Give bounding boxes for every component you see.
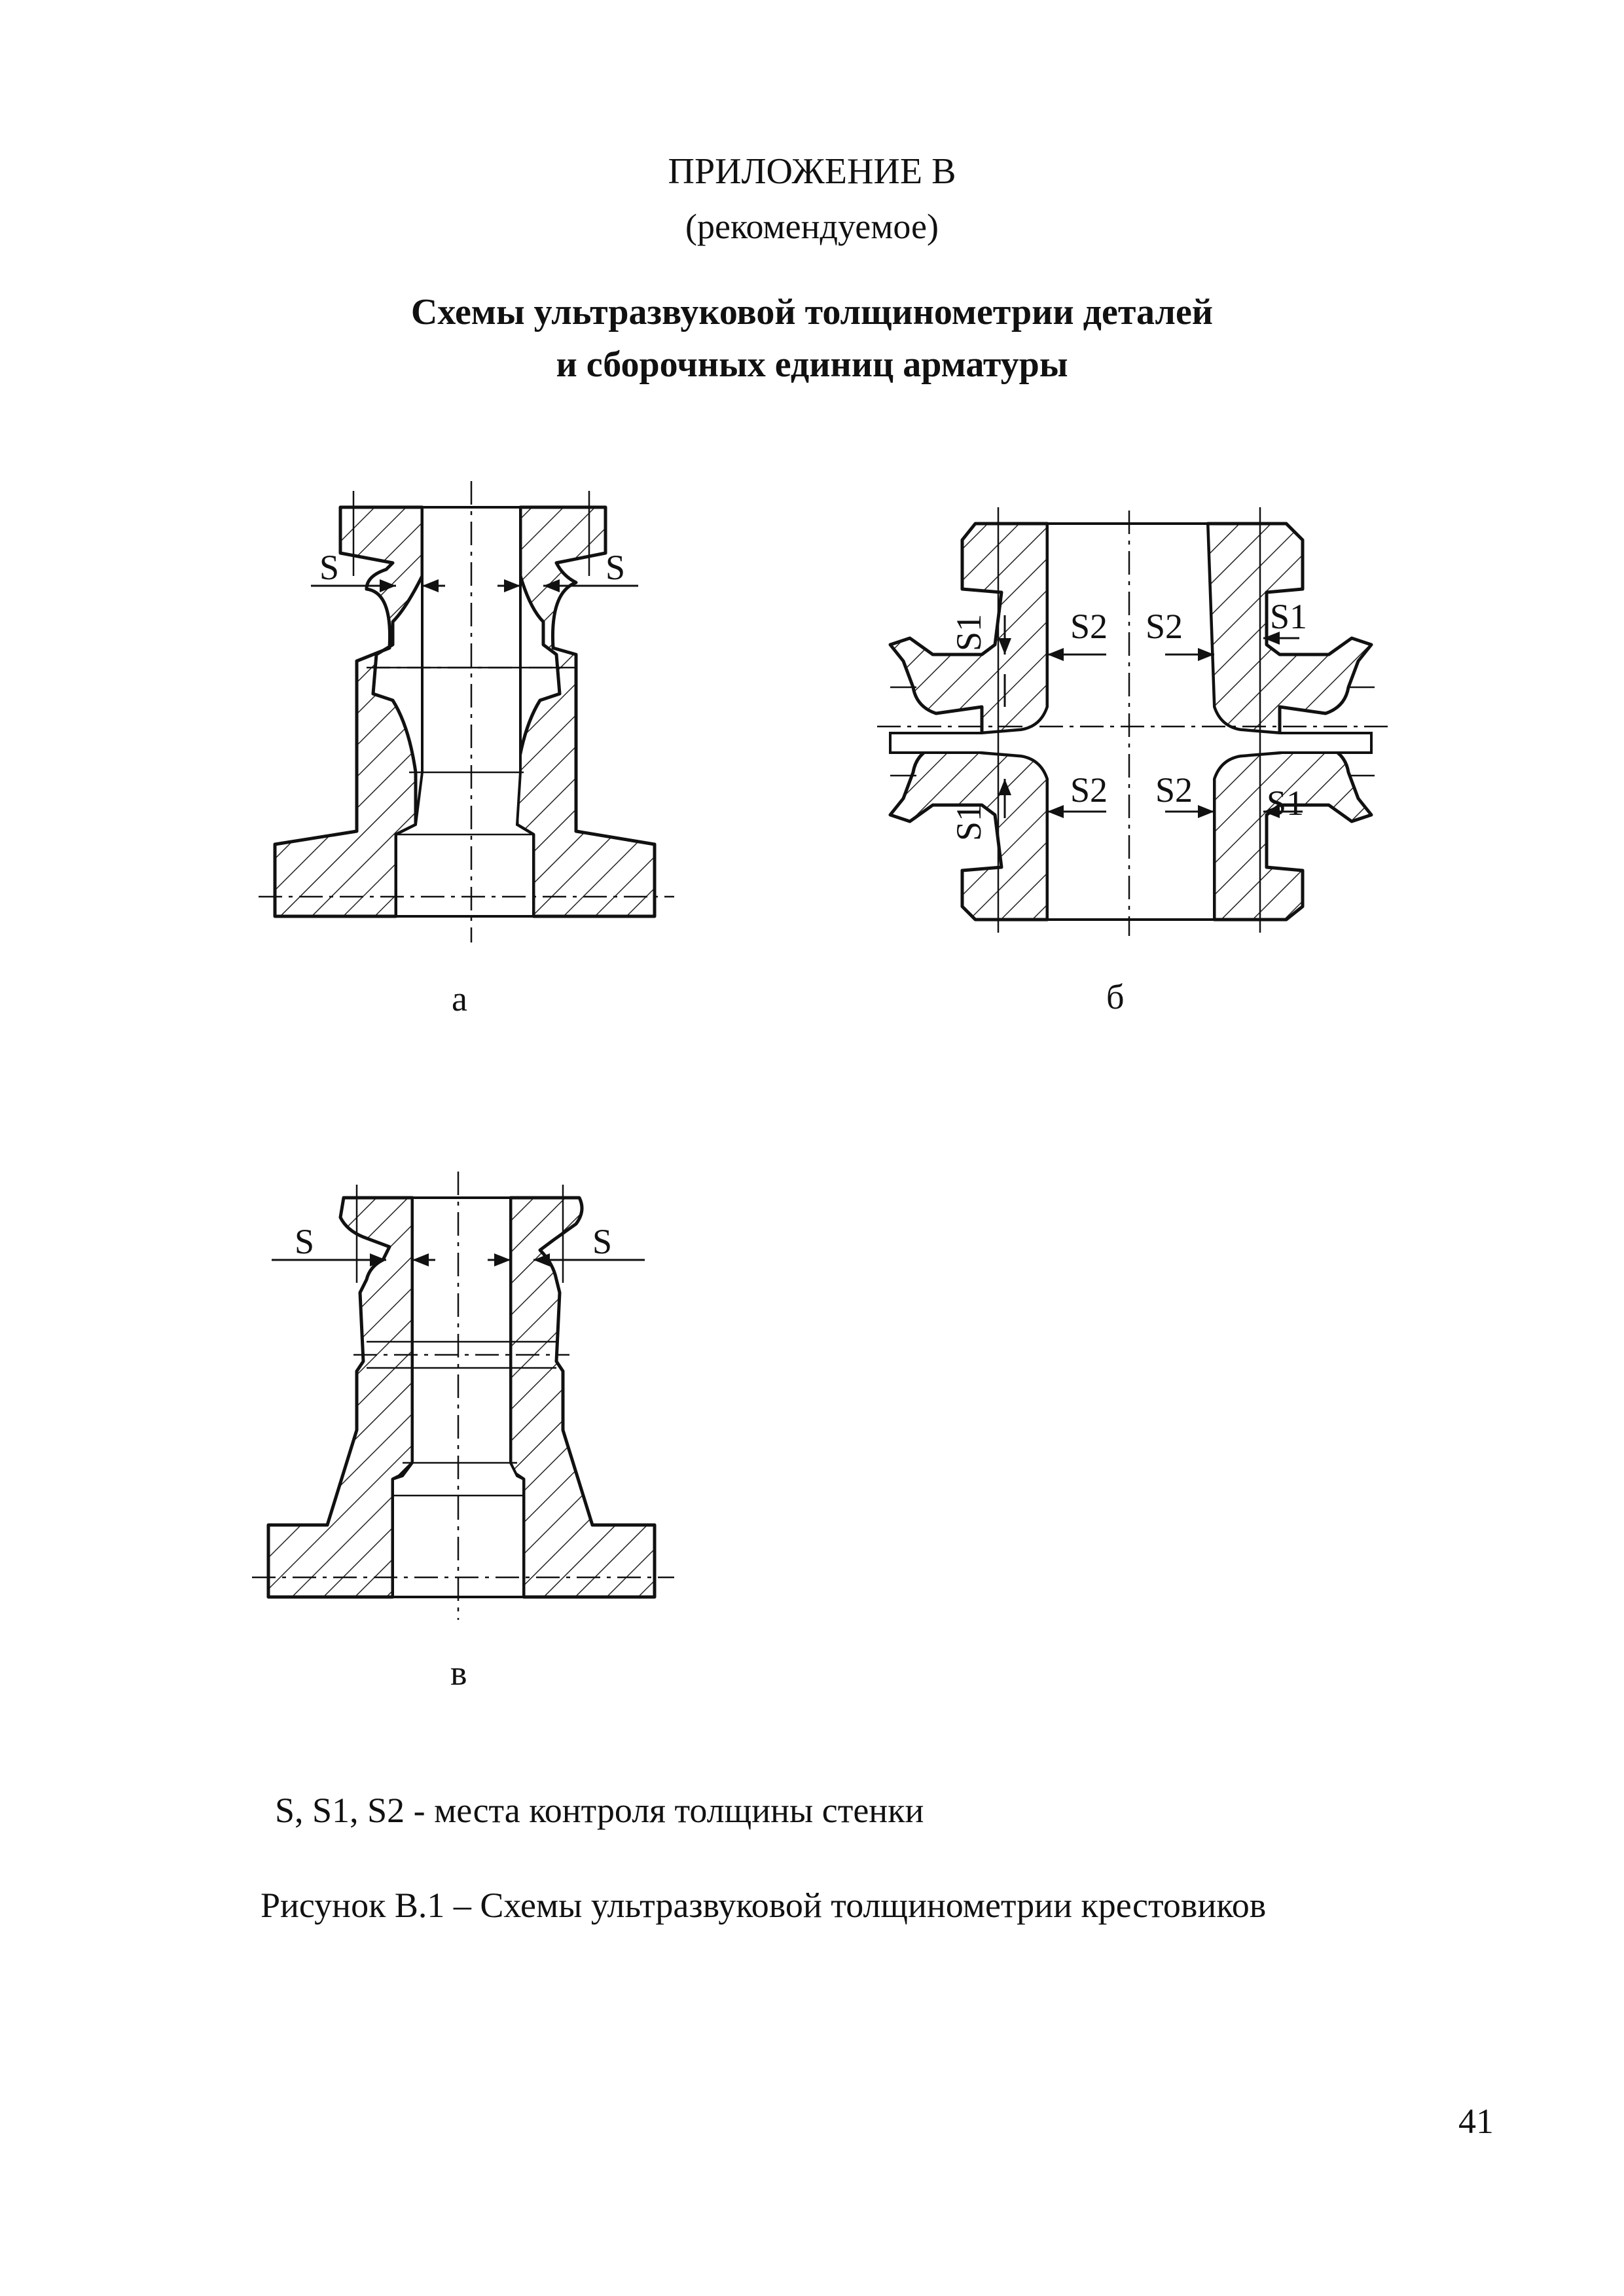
figure-v-label: в (450, 1653, 467, 1693)
figure-b-mark-s2-top-right: S2 (1146, 607, 1183, 646)
appendix-title: ПРИЛОЖЕНИЕ В (668, 151, 956, 192)
legend-symbols: S, S1, S2 - (275, 1791, 425, 1830)
figure-a-mark-s-right: S (605, 548, 625, 587)
section-title-line-1: Схемы ультразвуковой толщинометрии детал… (410, 292, 1214, 332)
figure-b-mark-s2-bottom-right: S2 (1155, 770, 1193, 810)
figure-b-mark-s2-bottom-left: S2 (1070, 770, 1108, 810)
section-title-line-2: и сборочных единиц арматуры (556, 344, 1068, 385)
legend-text: места контроля толщины стенки (434, 1791, 924, 1830)
legend: S, S1, S2 - места контроля толщины стенк… (275, 1790, 924, 1831)
figure-a-right-wall (515, 505, 657, 918)
figure-b-mark-s1-bottom-left: S1 (949, 804, 988, 841)
figure-b-drawing: S1 S2 S2 S1 S1 S2 S2 S1 (877, 507, 1388, 936)
figure-b-wall-bottom-right (1212, 744, 1373, 922)
figure-b-mark-s2-top-left: S2 (1070, 607, 1108, 646)
figure-v-drawing: S S (252, 1172, 674, 1620)
figure-a-bore (395, 506, 535, 918)
figure-v-mark-s-left: S (295, 1222, 314, 1261)
figure-v-mark-s-right: S (592, 1222, 612, 1261)
figure-a-label: а (452, 979, 467, 1018)
figure-caption: Рисунок В.1 – Схемы ультразвуковой толщи… (261, 1886, 1267, 1925)
figure-v-right-wall (509, 1196, 657, 1599)
figure-a-drawing: S S (259, 481, 674, 942)
page-number: 41 (1458, 2102, 1494, 2141)
figure-v-left-wall (266, 1196, 414, 1599)
figure-b-mark-s1-top-left: S1 (949, 614, 988, 651)
figure-a-mark-s-left: S (319, 548, 339, 587)
figure-b-mark-s1-bottom-right: S1 (1267, 783, 1304, 823)
figure-b-mark-s1-top-right: S1 (1270, 597, 1307, 636)
figure-b-label: б (1106, 977, 1125, 1016)
figure-b-bore (889, 522, 1373, 921)
appendix-subtitle: (рекомендуемое) (685, 207, 939, 246)
